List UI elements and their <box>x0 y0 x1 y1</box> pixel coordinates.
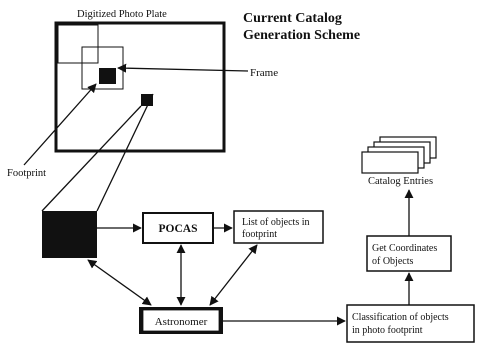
catalog-entries-stack <box>362 137 436 173</box>
astronomer-label: Astronomer <box>155 316 208 328</box>
classification-line-1: Classification of objects <box>352 312 449 323</box>
footprint-pointer-arrow <box>24 84 96 165</box>
catalog-entries-label: Catalog Entries <box>368 176 433 187</box>
footprint-marker <box>141 94 153 106</box>
get-coords-line-2: of Objects <box>372 256 413 267</box>
frame-pointer-arrow <box>118 68 248 71</box>
title-line-1: Current Catalog <box>243 11 342 26</box>
footprint-label: Footprint <box>7 168 46 179</box>
photo-plate <box>56 23 224 151</box>
classification-line-2: in photo footprint <box>352 325 423 336</box>
photo-plate-label: Digitized Photo Plate <box>77 9 167 20</box>
arrow-block-astronomer <box>88 260 151 305</box>
frame-square-upper <box>58 25 98 63</box>
footprint-image-block <box>42 211 97 258</box>
list-objects-line-1: List of objects in <box>242 217 310 228</box>
list-objects-line-2: footprint <box>242 229 277 240</box>
frame-dark-block <box>99 68 116 84</box>
classification-box <box>347 305 474 342</box>
pocas-label: POCAS <box>159 223 198 235</box>
get-coords-line-1: Get Coordinates <box>372 243 437 254</box>
frame-label: Frame <box>250 67 278 79</box>
title-line-2: Generation Scheme <box>243 28 360 43</box>
arrow-list-astronomer <box>210 245 257 305</box>
